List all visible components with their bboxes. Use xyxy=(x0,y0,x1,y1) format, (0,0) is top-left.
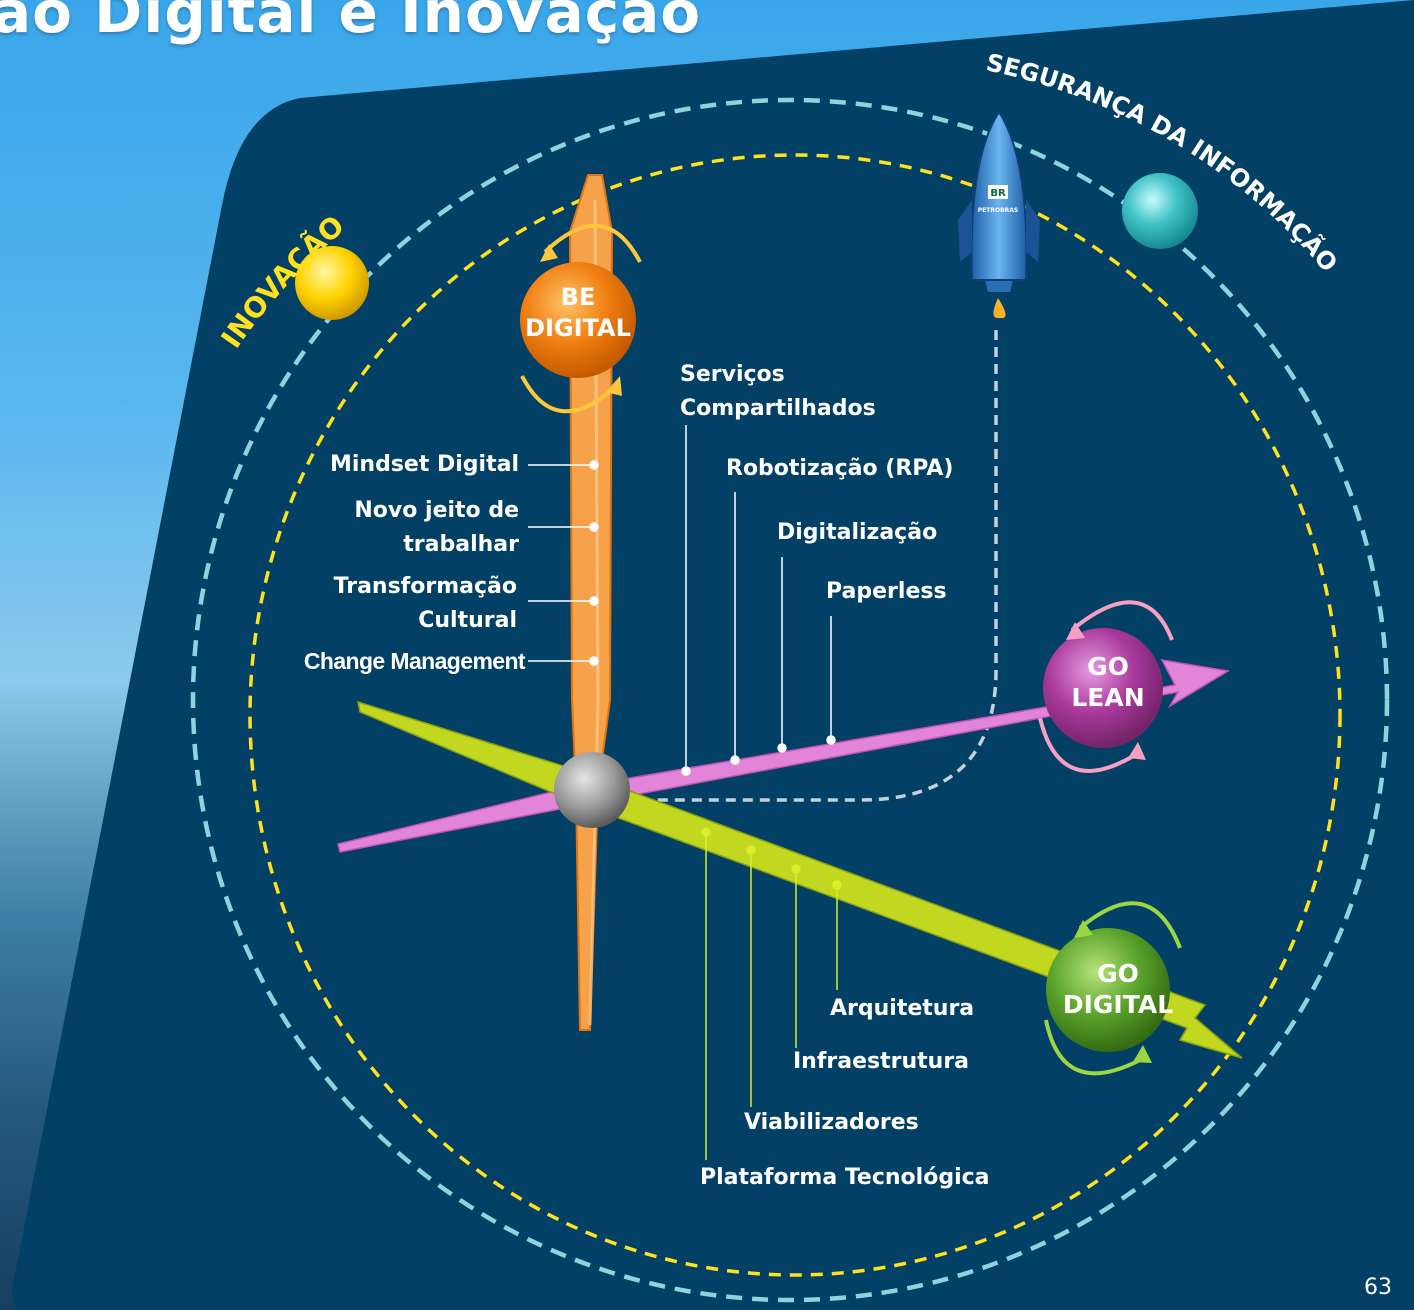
rocket-trail xyxy=(615,330,998,802)
label-arquitetura: Arquitetura xyxy=(830,996,975,1021)
go-digital-hub: GO DIGITAL xyxy=(1044,901,1182,1076)
rocket-brand: PETROBRAS xyxy=(978,207,1018,214)
label-servicos-1: Serviços xyxy=(680,362,785,387)
rocket-badge: BR xyxy=(990,188,1006,199)
rocket-icon: BR PETROBRAS xyxy=(958,110,1040,319)
security-planet xyxy=(1122,173,1198,249)
label-novo-jeito-2: trabalhar xyxy=(403,532,519,557)
panel-background xyxy=(11,0,1414,1310)
label-change-management: Change Management xyxy=(303,648,526,674)
inner-orbit xyxy=(248,153,1342,1277)
be-digital-leaders xyxy=(528,460,599,666)
label-robotizacao: Robotização (RPA) xyxy=(726,456,954,481)
go-digital-leaders xyxy=(701,827,842,1160)
be-digital-line2: DIGITAL xyxy=(525,314,631,342)
page-title: ão Digital e Inovação xyxy=(0,0,702,46)
label-mindset-digital: Mindset Digital xyxy=(329,452,519,477)
label-plataforma: Plataforma Tecnológica xyxy=(700,1165,990,1190)
innovation-planet xyxy=(295,246,369,320)
go-lean-hub: GO LEAN xyxy=(1038,600,1174,773)
go-digital-line1: GO xyxy=(1097,959,1139,988)
label-infraestrutura: Infraestrutura xyxy=(793,1049,970,1074)
go-lean-leaders xyxy=(681,425,836,776)
go-lean-line1: GO xyxy=(1087,652,1129,681)
label-transformacao-2: Cultural xyxy=(418,608,517,633)
label-paperless: Paperless xyxy=(826,579,947,604)
label-transformacao-1: Transformação xyxy=(333,574,517,599)
go-lean-line2: LEAN xyxy=(1071,683,1144,712)
be-digital-hub: BE DIGITAL xyxy=(520,224,642,414)
go-digital-line2: DIGITAL xyxy=(1063,990,1173,1019)
page-number: 63 xyxy=(1364,1275,1392,1300)
label-viabilizadores: Viabilizadores xyxy=(744,1110,919,1135)
outer-orbit xyxy=(190,97,1390,1303)
label-novo-jeito-1: Novo jeito de xyxy=(354,498,519,523)
label-servicos-2: Compartilhados xyxy=(680,396,876,421)
label-digitalizacao: Digitalização xyxy=(777,520,938,545)
be-digital-line1: BE xyxy=(561,283,596,311)
center-node xyxy=(554,752,630,828)
